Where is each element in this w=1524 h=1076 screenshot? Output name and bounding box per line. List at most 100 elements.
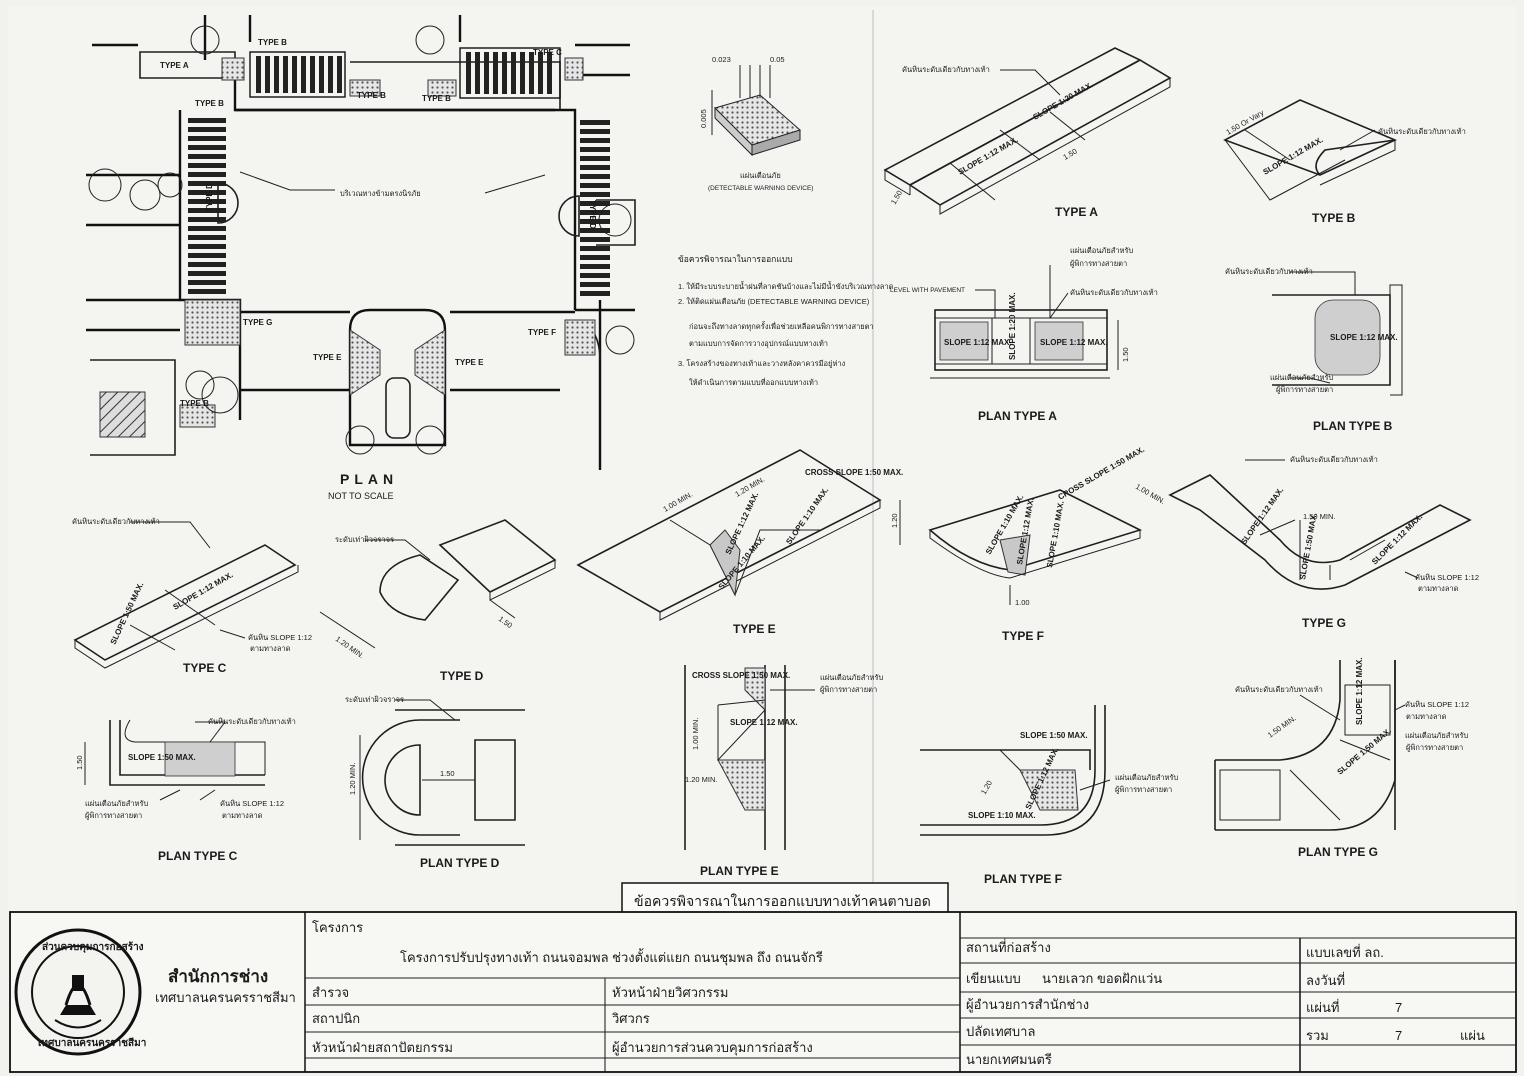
plan-type-label: TYPE B bbox=[195, 99, 224, 108]
crosswalk-stripe bbox=[292, 56, 297, 93]
slope-label: SLOPE 1:12 MAX. bbox=[944, 338, 1012, 347]
dim-label: 1.50 bbox=[440, 769, 455, 778]
slope-label: SLOPE 1:12 MAX. bbox=[1040, 338, 1108, 347]
crosswalk-stripe bbox=[274, 56, 279, 93]
warning-tile-label: ผู้พิการทางสายตา bbox=[85, 811, 142, 820]
tree-symbols bbox=[88, 25, 635, 455]
slope-label: SLOPE 1:12 MAX. bbox=[730, 718, 798, 727]
crosswalk-stripe bbox=[301, 56, 306, 93]
curb-slope-label: คันหิน SLOPE 1:12 bbox=[220, 799, 284, 808]
plan-type-label: TYPE C bbox=[533, 48, 562, 57]
dim-label: 1.20 MIN. bbox=[685, 775, 718, 784]
mayor-label: นายกเทศมนตรี bbox=[966, 1052, 1052, 1067]
road-level-label: ระดับเท่าผิวจราจร bbox=[335, 535, 394, 544]
deputy-clerk-label: ปลัดเทศบาล bbox=[966, 1024, 1035, 1039]
dim-label: 1.00 MIN. bbox=[691, 717, 700, 750]
crosswalk-stripe bbox=[188, 199, 226, 204]
ramp-patch bbox=[349, 79, 381, 97]
crosswalk-stripe bbox=[580, 246, 610, 251]
crosswalk-stripe bbox=[580, 156, 610, 161]
crosswalk-stripe bbox=[580, 255, 610, 260]
caption-type-a: TYPE A bbox=[1055, 205, 1098, 219]
crosswalk-stripe bbox=[188, 253, 226, 258]
municipality-name: เทศบาลนครนครราชสีมา bbox=[155, 990, 296, 1005]
total-sheets: 7 bbox=[1395, 1028, 1402, 1043]
warning-tile-detail: 0.023 0.05 0.005 แผ่นเตือนภัย (DETECTABL… bbox=[699, 55, 813, 192]
tile-dim-2: 0.05 bbox=[770, 55, 785, 64]
crosswalk-stripe bbox=[580, 120, 610, 125]
crosswalk-stripe bbox=[580, 228, 610, 233]
crosswalk-stripe bbox=[580, 237, 610, 242]
crosswalk-stripe bbox=[188, 208, 226, 213]
crosswalk-stripe bbox=[188, 280, 226, 285]
curb-level-label: คันหินระดับเดียวกับทางเท้า bbox=[1235, 685, 1323, 694]
crosswalk-top bbox=[249, 47, 561, 99]
crosswalk-stripe bbox=[188, 163, 226, 168]
crosswalk-stripe bbox=[256, 56, 261, 93]
warning-tile-label: แผ่นเตือนภัยสำหรับ bbox=[1405, 731, 1469, 740]
curb-level-label: คันหินระดับเดียวกับทางเท้า bbox=[72, 517, 160, 526]
tile-dim-1: 0.023 bbox=[712, 55, 731, 64]
note-item: 3. โครงสร้างของทางเท้าและวางหลังคาควรมีอ… bbox=[678, 359, 846, 368]
note-item: ตามแบบการจัดการวางอุปกรณ์แบบทางเท้า bbox=[689, 339, 828, 348]
level-pavement-label: LEVEL WITH PAVEMENT bbox=[890, 287, 965, 294]
office-director-label: ผู้อำนวยการสำนักช่าง bbox=[966, 997, 1089, 1013]
crosswalk-stripe bbox=[580, 183, 610, 188]
note-item: ให้ดำเนินการตามแบบที่ออกแบบทางเท้า bbox=[689, 377, 818, 387]
crosswalk-stripe bbox=[188, 127, 226, 132]
sheets-unit: แผ่น bbox=[1460, 1028, 1485, 1043]
curb-slope-label: คันหิน SLOPE 1:12 bbox=[248, 633, 312, 642]
sheet-number: 7 bbox=[1395, 1000, 1402, 1015]
crossing-label: บริเวณทางข้ามตรงนิรภัย bbox=[340, 189, 421, 198]
caption-plan-a: PLAN TYPE A bbox=[978, 409, 1057, 423]
slope-label: SLOPE 1:50 MAX. bbox=[128, 753, 196, 762]
tile-dim-3: 0.005 bbox=[699, 109, 708, 128]
ramp-patch bbox=[221, 57, 245, 81]
total-label: รวม bbox=[1306, 1028, 1329, 1043]
plan-type-label: TYPE F bbox=[528, 328, 556, 337]
curb-slope-label: ตามทางลาด bbox=[1418, 584, 1459, 593]
crosswalk-stripe bbox=[283, 56, 288, 93]
type-d-iso: ระดับเท่าผิวจราจร 1.20 MIN. 1.50 TYPE D bbox=[319, 519, 557, 683]
slope-label: SLOPE 1:20 MAX. bbox=[1008, 292, 1017, 360]
plan-type-label: TYPE G bbox=[243, 318, 272, 327]
caption-plan-b: PLAN TYPE B bbox=[1313, 419, 1393, 433]
warning-tile-label: ผู้พิการทางสายตา bbox=[1115, 785, 1172, 794]
crosswalk-stripe bbox=[580, 273, 610, 278]
crosswalk-stripe bbox=[188, 262, 226, 267]
plan-type-label: TYPE B bbox=[422, 94, 451, 103]
crosswalk-stripe bbox=[337, 56, 342, 93]
caption-type-f: TYPE F bbox=[1002, 629, 1044, 643]
caption-type-c: TYPE C bbox=[183, 661, 227, 675]
curb-slope-label: คันหิน SLOPE 1:12 bbox=[1405, 700, 1469, 709]
warning-tile-label: ผู้พิการทางสายตา bbox=[1070, 259, 1127, 268]
warning-tile-label: ผู้พิการทางสายตา bbox=[1406, 743, 1463, 752]
crosswalk-stripe bbox=[188, 118, 226, 123]
crosswalk-stripe bbox=[188, 271, 226, 276]
dim-label: 1.50 bbox=[1121, 347, 1130, 362]
slope-label: CROSS SLOPE 1:50 MAX. bbox=[805, 468, 903, 477]
ramp-patch bbox=[564, 57, 584, 81]
caption-plan-f: PLAN TYPE F bbox=[984, 872, 1062, 886]
dim-label: 1.50 MIN. bbox=[1303, 512, 1336, 521]
drawing-no-label: แบบเลขที่ ลถ. bbox=[1306, 944, 1384, 960]
slope-label: SLOPE 1:12 MAX. bbox=[1330, 333, 1398, 342]
crosswalk-stripe bbox=[319, 56, 324, 93]
crosswalk-stripe bbox=[580, 138, 610, 143]
plan-type-e: CROSS SLOPE 1:50 MAX. SLOPE 1:12 MAX. 1.… bbox=[684, 665, 884, 878]
crosswalk-stripe bbox=[310, 56, 315, 93]
crosswalk-stripe bbox=[502, 52, 507, 94]
crosswalk-stripe bbox=[538, 52, 543, 94]
warning-tile-label: ผู้พิการทางสายตา bbox=[820, 685, 877, 694]
plan-type-label: TYPE B bbox=[180, 399, 209, 408]
tile-caption-en: (DETECTABLE WARNING DEVICE) bbox=[708, 185, 813, 192]
crosswalk-stripe bbox=[580, 192, 610, 197]
seal-text-bottom: เทศบาลนครนครราชสีมา bbox=[38, 1037, 146, 1049]
engineer-label: วิศวกร bbox=[611, 1011, 649, 1026]
survey-label: สำรวจ bbox=[312, 985, 349, 1000]
slope-label: CROSS SLOPE 1:50 MAX. bbox=[692, 671, 790, 680]
plan-type-a: SLOPE 1:12 MAX. SLOPE 1:12 MAX. SLOPE 1:… bbox=[890, 246, 1158, 423]
intersection-plan: บริเวณทางข้ามตรงนิรภัย TYPE A TYPE B TYP… bbox=[86, 15, 636, 501]
drawn-by: นายเลวก ขอดฝักแว่น bbox=[1042, 971, 1162, 986]
plan-title: PLAN bbox=[340, 471, 398, 487]
